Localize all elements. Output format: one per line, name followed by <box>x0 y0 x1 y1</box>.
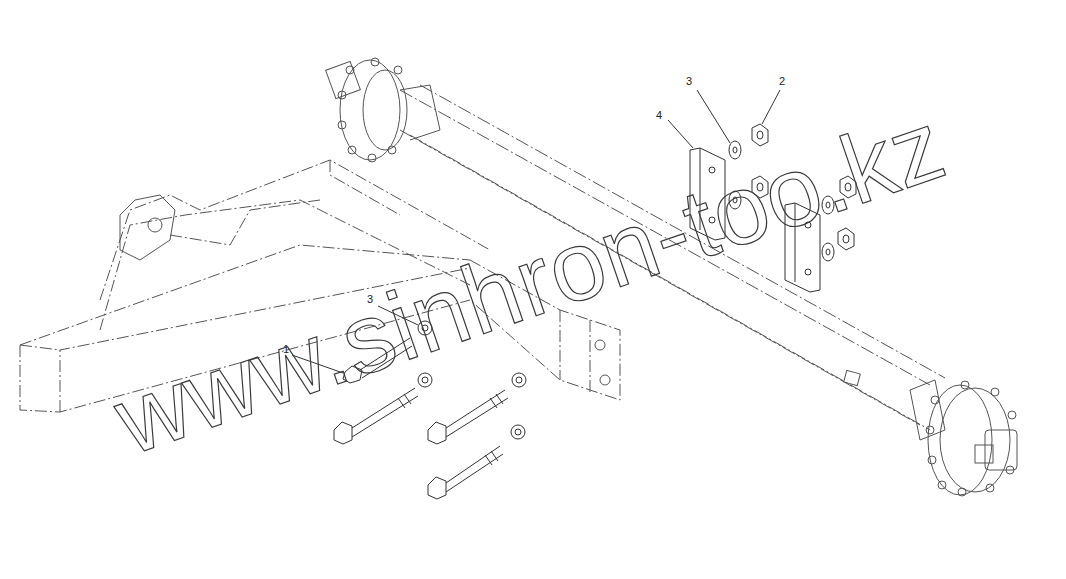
axle-hub <box>363 70 407 150</box>
clamp-plate <box>805 269 811 275</box>
u-bolt <box>491 451 498 461</box>
axle-hub <box>1008 411 1016 419</box>
axle-hub <box>985 430 1017 470</box>
frame-bracket <box>120 195 175 260</box>
axle-hub <box>910 380 945 440</box>
axle-hub <box>931 396 939 404</box>
hex-nut <box>843 235 849 243</box>
trailer-frame <box>20 345 60 350</box>
washer <box>511 425 525 439</box>
axle-hub <box>844 370 1017 496</box>
washer <box>729 141 741 159</box>
washer <box>733 147 737 153</box>
callout-number: 4 <box>656 110 662 121</box>
callout-number: 3 <box>686 76 692 87</box>
axle-hub <box>928 385 992 495</box>
u-bolt <box>485 455 492 465</box>
axle-hub <box>340 60 400 160</box>
axle-hub <box>348 146 356 154</box>
u-bolt <box>496 394 503 404</box>
trailer-frame <box>170 200 320 245</box>
axle-hub <box>926 426 934 434</box>
hex-nut <box>757 131 763 139</box>
u-bolt <box>398 398 405 408</box>
axle-hub <box>346 66 354 74</box>
washer <box>822 243 834 261</box>
frame-bracket <box>600 375 610 385</box>
axle-hub <box>338 91 346 99</box>
axle-hub <box>991 388 999 396</box>
u-bolt <box>446 454 503 492</box>
u-bolt <box>446 398 508 437</box>
watermark-text: www.sinhron-too.kz <box>104 94 956 469</box>
axle-hub <box>958 488 966 496</box>
washer <box>512 373 526 387</box>
trailer-frame <box>590 320 591 395</box>
axle-hub <box>326 61 361 98</box>
washer <box>516 377 522 383</box>
axle-hub <box>394 66 402 74</box>
u-bolt <box>404 394 411 404</box>
leader-line <box>668 120 693 148</box>
callout-number: 2 <box>779 76 785 87</box>
washer <box>418 373 432 387</box>
u-bolt <box>428 422 446 444</box>
u-bolt <box>490 398 497 408</box>
u-bolt <box>428 477 446 499</box>
washer <box>422 377 428 383</box>
leader-line <box>762 90 780 124</box>
u-bolt <box>334 422 352 444</box>
axle-hub <box>368 154 376 162</box>
u-bolt <box>352 396 418 437</box>
hex-nut <box>752 124 768 146</box>
axle-hub <box>400 85 440 140</box>
washer <box>515 429 521 435</box>
u-bolt <box>446 446 500 483</box>
axle-hub <box>326 58 440 162</box>
u-bolt <box>446 390 505 428</box>
axle-hub <box>844 370 861 385</box>
axle-hub <box>371 58 379 66</box>
axle-hub <box>940 388 1010 492</box>
frame-bracket <box>595 340 605 350</box>
axle-hub <box>928 456 936 464</box>
axle-hub <box>986 484 994 492</box>
axle-hub <box>1006 466 1014 474</box>
washer <box>826 249 830 255</box>
axle-hub <box>388 146 396 154</box>
axle-hub <box>938 481 946 489</box>
frame-bracket <box>148 218 162 232</box>
axle-hub <box>975 445 993 463</box>
hex-nut <box>838 228 854 250</box>
trailer-frame <box>330 160 400 215</box>
u-bolt <box>352 388 415 428</box>
leader-line <box>697 90 730 143</box>
axle-hub <box>961 381 969 389</box>
axle-hub <box>338 121 346 129</box>
